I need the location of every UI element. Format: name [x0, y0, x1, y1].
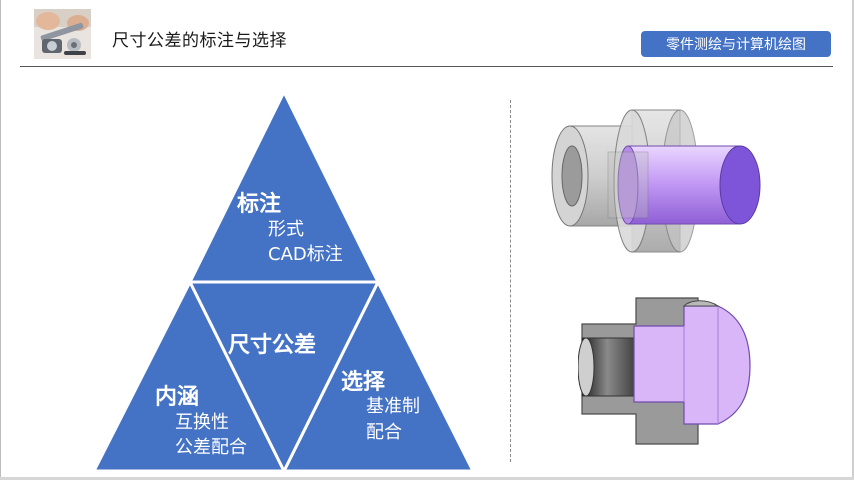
left-line-2: 公差配合 — [175, 437, 247, 458]
top-line-1: 形式 — [268, 219, 304, 240]
top-heading: 标注 — [237, 192, 282, 217]
left-heading: 内涵 — [155, 385, 200, 410]
header-rule — [20, 66, 833, 67]
right-line-1: 基准制 — [366, 396, 420, 417]
center-heading: 尺寸公差 — [228, 333, 317, 358]
course-badge: 零件测绘与计算机绘图 — [641, 31, 831, 57]
dashed-divider — [510, 100, 511, 462]
top-line-2: CAD标注 — [268, 244, 343, 265]
right-line-2: 配合 — [366, 422, 402, 443]
shaft-hole-cross-section-icon — [578, 297, 751, 445]
slide-frame-bottom — [0, 477, 854, 480]
right-heading: 选择 — [341, 370, 386, 395]
measuring-tools-photo-icon — [34, 9, 91, 59]
left-line-1: 互换性 — [175, 412, 229, 433]
slide-title: 尺寸公差的标注与选择 — [112, 31, 287, 51]
shaft-in-hole-3d-model-icon — [551, 109, 761, 253]
slide-frame-left — [0, 0, 1, 480]
slide-frame-right — [852, 0, 854, 480]
triangle-center — [187, 280, 381, 475]
